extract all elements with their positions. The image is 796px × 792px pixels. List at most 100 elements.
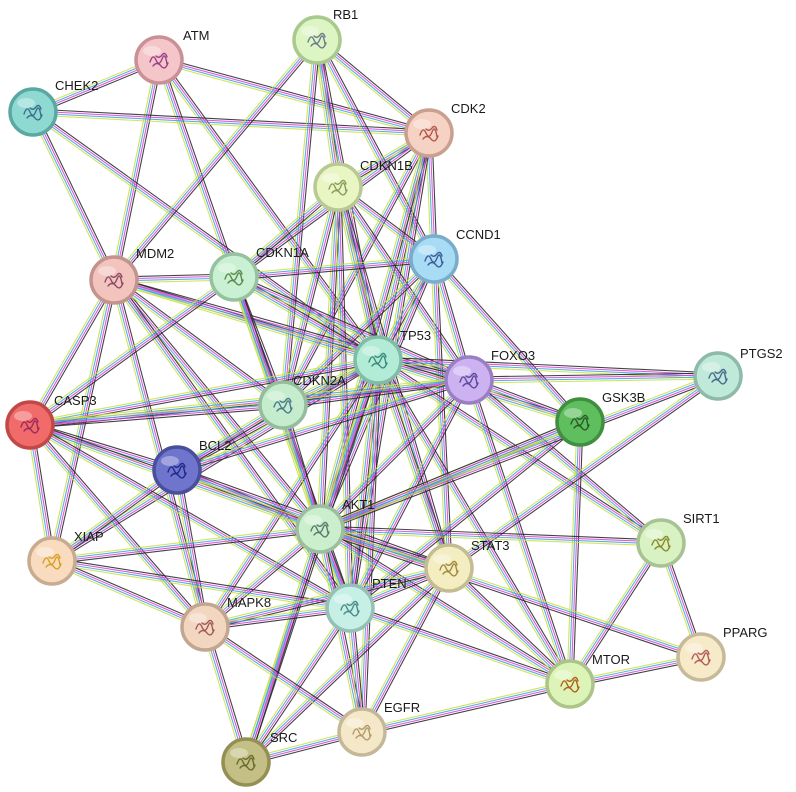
- protein-structure-icon: [419, 125, 439, 142]
- node-cdkn2a[interactable]: CDKN2A: [258, 373, 346, 430]
- edge-stripe: [378, 358, 719, 376]
- node-cdk2[interactable]: CDK2: [404, 101, 486, 158]
- node-akt1[interactable]: AKT1: [295, 497, 375, 554]
- edge-FOXO3-AKT1: [317, 377, 472, 532]
- edge-stripe: [279, 186, 336, 405]
- edge-stripe: [315, 40, 434, 260]
- node-mapk8[interactable]: MAPK8: [180, 595, 271, 652]
- node-sheen: [161, 456, 179, 466]
- edge-FOXO3-BCL2: [175, 376, 471, 474]
- edge-stripe: [33, 108, 430, 131]
- node-gsk3b[interactable]: GSK3B: [555, 390, 645, 447]
- node-disc[interactable]: [409, 234, 459, 284]
- node-disc[interactable]: [295, 504, 345, 554]
- node-sheen: [564, 408, 582, 418]
- node-disc[interactable]: [134, 35, 184, 85]
- node-disc[interactable]: [89, 255, 139, 305]
- edge-STAT3-EGFR: [358, 566, 453, 734]
- node-disc[interactable]: [5, 400, 55, 450]
- edge-stripe: [246, 568, 451, 764]
- node-disc[interactable]: [152, 445, 202, 495]
- node-disc[interactable]: [444, 355, 494, 405]
- node-disc[interactable]: [545, 659, 595, 709]
- edge-stripe: [112, 282, 378, 364]
- node-atm[interactable]: ATM: [134, 28, 209, 85]
- node-egfr[interactable]: EGFR: [337, 700, 420, 757]
- edge-stripe: [450, 565, 573, 683]
- protein-structure-icon: [328, 179, 348, 196]
- node-sirt1[interactable]: SIRT1: [636, 511, 720, 568]
- edge-CHEK2-CDK2: [32, 108, 430, 137]
- node-sheen: [301, 26, 319, 36]
- node-disc[interactable]: [180, 602, 230, 652]
- edge-stripe: [469, 379, 572, 684]
- node-disc[interactable]: [325, 583, 375, 633]
- edge-RB1-MDM2: [111, 37, 320, 283]
- node-label: PTGS2: [740, 346, 783, 361]
- edge-stripe: [29, 401, 283, 423]
- node-disc[interactable]: [337, 707, 387, 757]
- edge-stripe: [358, 566, 447, 731]
- node-tp53[interactable]: TP53: [353, 328, 431, 385]
- edge-stripe: [234, 259, 435, 279]
- edge-stripe: [29, 425, 350, 610]
- node-disc[interactable]: [8, 87, 58, 137]
- node-cdkn1a[interactable]: CDKN1A: [209, 245, 309, 302]
- edge-stripe: [29, 403, 283, 425]
- edge-stripe: [348, 610, 570, 688]
- edge-stripe: [279, 39, 315, 405]
- edge-BCL2-XIAP: [49, 467, 180, 564]
- node-disc[interactable]: [693, 351, 743, 401]
- node-ptgs2[interactable]: PTGS2: [693, 346, 783, 401]
- node-mtor[interactable]: MTOR: [545, 652, 630, 709]
- node-disc[interactable]: [424, 543, 474, 593]
- edge-stripe: [318, 418, 580, 527]
- node-disc[interactable]: [353, 335, 403, 385]
- node-disc[interactable]: [636, 518, 686, 568]
- node-mdm2[interactable]: MDM2: [89, 246, 174, 305]
- node-label: CDK2: [451, 101, 486, 116]
- node-xiap[interactable]: XIAP: [27, 529, 104, 586]
- node-src[interactable]: SRC: [221, 730, 297, 787]
- node-sheen: [645, 529, 663, 539]
- edge-STAT3-MTOR: [446, 565, 573, 687]
- edge-stripe: [319, 529, 701, 659]
- node-sheen: [322, 173, 340, 183]
- node-sheen: [36, 547, 54, 557]
- node-sheen: [362, 346, 380, 356]
- node-chek2[interactable]: CHEK2: [8, 78, 98, 137]
- node-bcl2[interactable]: BCL2: [152, 438, 232, 495]
- node-rb1[interactable]: RB1: [292, 7, 358, 65]
- edge-stripe: [469, 376, 719, 382]
- node-disc[interactable]: [292, 15, 342, 65]
- edge-stripe: [204, 627, 362, 734]
- node-pten[interactable]: PTEN: [325, 576, 407, 633]
- edge-stripe: [378, 359, 572, 684]
- node-sheen: [143, 46, 161, 56]
- edge-stripe: [319, 420, 580, 529]
- node-disc[interactable]: [209, 252, 259, 302]
- node-ccnd1[interactable]: CCND1: [409, 227, 501, 284]
- node-disc[interactable]: [404, 108, 454, 158]
- node-pparg[interactable]: PPARG: [676, 625, 768, 682]
- node-disc[interactable]: [313, 162, 363, 212]
- edge-stripe: [340, 186, 453, 568]
- node-label: CHEK2: [55, 78, 98, 93]
- node-disc[interactable]: [676, 632, 726, 682]
- edge-stripe: [27, 274, 233, 424]
- node-disc[interactable]: [27, 536, 77, 586]
- node-foxo3[interactable]: FOXO3: [444, 348, 535, 405]
- edge-stripe: [32, 112, 429, 135]
- protein-structure-icon: [459, 372, 479, 389]
- edge-stripe: [246, 529, 322, 763]
- node-disc[interactable]: [555, 397, 605, 447]
- node-stat3[interactable]: STAT3: [424, 538, 510, 593]
- edge-stripe: [285, 187, 342, 406]
- edge-stripe: [30, 407, 284, 429]
- node-cdkn1b[interactable]: CDKN1B: [313, 158, 413, 212]
- edge-CDKN1A-CASP3: [27, 274, 237, 428]
- node-disc[interactable]: [221, 737, 271, 787]
- node-disc[interactable]: [258, 380, 308, 430]
- edge-stripe: [159, 59, 236, 277]
- node-casp3[interactable]: CASP3: [5, 393, 97, 450]
